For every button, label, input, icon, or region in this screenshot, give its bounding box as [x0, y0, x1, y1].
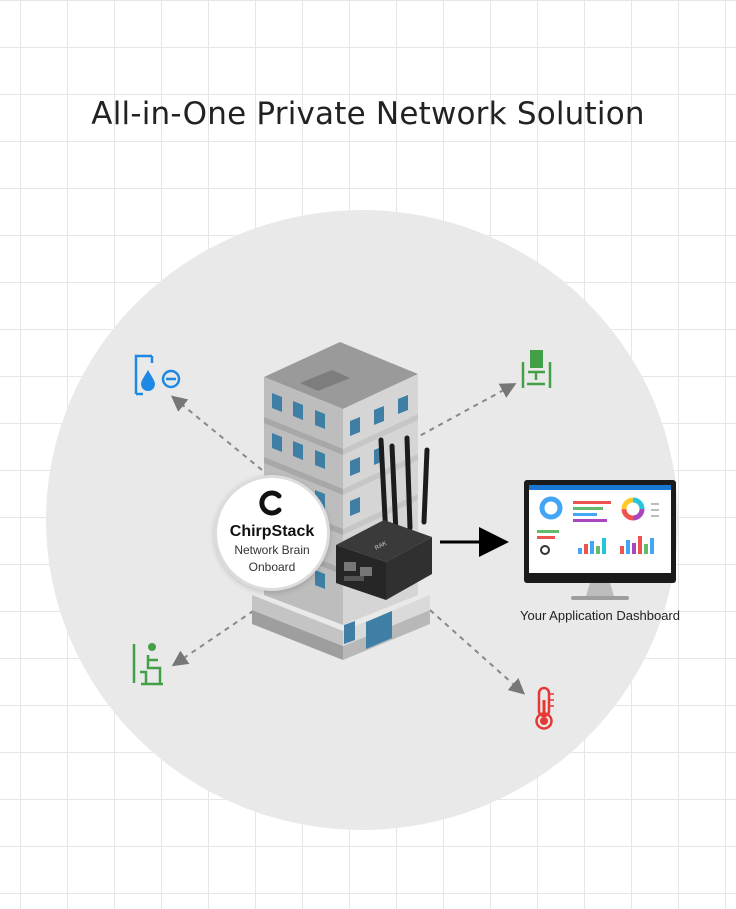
thermometer-icon	[535, 686, 554, 730]
badge-name: ChirpStack	[229, 523, 315, 540]
gateway-device: RAK	[336, 435, 432, 600]
chirpstack-logo-icon	[259, 490, 282, 516]
connector-bottom-right	[429, 609, 525, 695]
dashboard-monitor	[524, 480, 676, 600]
dashed-connectors	[170, 383, 525, 695]
connector-bottom-left	[171, 604, 263, 667]
office-chair-icon	[521, 350, 552, 388]
dashboard-caption: Your Application Dashboard	[520, 608, 680, 623]
badge-subtitle-line2: Onboard	[248, 560, 296, 574]
badge-subtitle-line1: Network Brain	[234, 543, 310, 557]
connector-top-left	[170, 395, 263, 471]
water-meter-icon	[134, 354, 181, 396]
diagram-title: All-in-One Private Network Solution	[91, 96, 645, 132]
seated-person-icon	[132, 643, 163, 686]
svg-text:RAK: RAK	[374, 541, 388, 552]
chirpstack-badge: ChirpStack Network Brain Onboard	[214, 475, 330, 591]
connector-top-right	[411, 383, 517, 441]
